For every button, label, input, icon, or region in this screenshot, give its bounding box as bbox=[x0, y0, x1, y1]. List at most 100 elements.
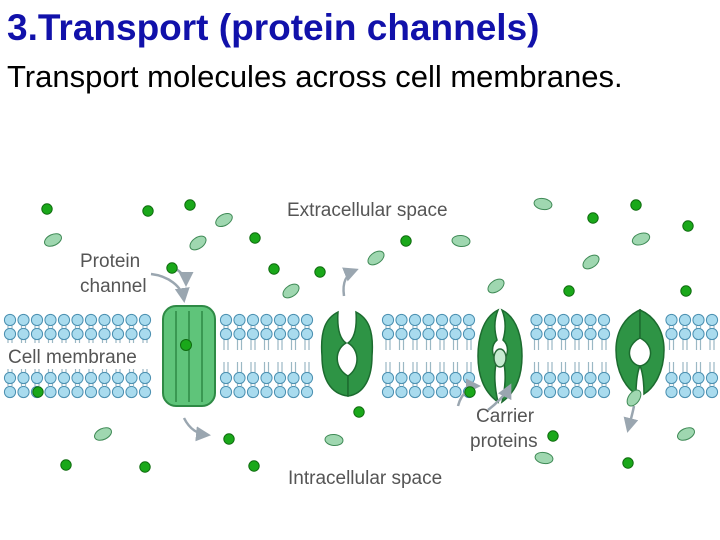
lipid-head bbox=[395, 385, 408, 399]
lipid-head bbox=[111, 327, 125, 341]
molecules bbox=[32, 197, 695, 473]
lipid-head bbox=[678, 385, 692, 399]
molecule-oval bbox=[367, 250, 385, 266]
molecule-round bbox=[41, 203, 53, 215]
lipid-head bbox=[44, 313, 57, 327]
lipid-head bbox=[246, 385, 260, 399]
lipid-head bbox=[300, 385, 314, 399]
lipid-head bbox=[287, 327, 300, 341]
lipid-head bbox=[570, 327, 584, 341]
lipid-head bbox=[570, 371, 584, 385]
lipid-head bbox=[84, 385, 98, 399]
lipid-head bbox=[98, 371, 111, 385]
pointer-arrow-protein-channel bbox=[150, 272, 190, 303]
lipid-head bbox=[246, 327, 260, 341]
carrier-proteins-label-line1: Carrier bbox=[476, 406, 535, 427]
lipid-head bbox=[462, 371, 476, 385]
lipid-head bbox=[17, 385, 30, 399]
cell-membrane-label: Cell membrane bbox=[8, 347, 137, 368]
lipid-head bbox=[57, 327, 71, 341]
lipid-head bbox=[597, 313, 611, 327]
molecule-round bbox=[249, 232, 261, 244]
lipid-head bbox=[219, 327, 233, 341]
lipid-head bbox=[17, 371, 30, 385]
molecule-round bbox=[60, 459, 72, 471]
lipid-head bbox=[462, 327, 476, 341]
lipid-head bbox=[665, 385, 678, 399]
lipid-head bbox=[111, 371, 125, 385]
cell-membrane-label-background bbox=[4, 343, 154, 369]
lipid-head bbox=[692, 327, 705, 341]
lipid-head bbox=[584, 371, 597, 385]
lipid-head bbox=[219, 385, 233, 399]
lipid-head bbox=[543, 385, 557, 399]
lipid-head bbox=[530, 371, 543, 385]
lipid-head bbox=[273, 385, 287, 399]
molecule-round bbox=[166, 262, 178, 274]
lipid-head bbox=[98, 313, 111, 327]
lipid-head bbox=[408, 313, 422, 327]
lipid-head bbox=[422, 327, 435, 341]
lipid-head bbox=[138, 327, 152, 341]
lipid-head bbox=[665, 371, 678, 385]
lipid-head bbox=[71, 371, 84, 385]
lipid-head bbox=[17, 313, 30, 327]
molecule-oval bbox=[215, 212, 233, 228]
slide-title: 3.Transport (protein channels) bbox=[7, 7, 540, 48]
slide-subtitle: Transport molecules across cell membrane… bbox=[7, 59, 623, 94]
lipid-head bbox=[692, 313, 705, 327]
lipid-head bbox=[449, 327, 462, 341]
lipid-head bbox=[381, 327, 395, 341]
lipid-head bbox=[98, 327, 111, 341]
molecule-oval bbox=[582, 254, 600, 270]
lipid-head bbox=[260, 313, 273, 327]
lipid-head bbox=[273, 371, 287, 385]
lipid-head bbox=[422, 385, 435, 399]
lipid-head bbox=[300, 327, 314, 341]
lipid-head bbox=[408, 371, 422, 385]
lipid-head bbox=[557, 313, 570, 327]
molecule-oval bbox=[533, 197, 553, 211]
lipid-head bbox=[287, 313, 300, 327]
lipid-head bbox=[678, 313, 692, 327]
lipid-head bbox=[125, 385, 138, 399]
lipid-head bbox=[462, 313, 476, 327]
molecule-oval bbox=[324, 433, 344, 447]
lipid-head bbox=[692, 371, 705, 385]
molecule-round bbox=[268, 263, 280, 275]
membrane-transport-diagram: Cell membrane Extracellular space Protei… bbox=[3, 197, 719, 489]
molecule-round bbox=[682, 220, 694, 232]
molecule-oval bbox=[94, 427, 112, 441]
lipid-head bbox=[530, 327, 543, 341]
lipid-head bbox=[233, 385, 246, 399]
lipid-head bbox=[125, 313, 138, 327]
lipid-head bbox=[138, 371, 152, 385]
lipid-head bbox=[570, 385, 584, 399]
molecule-round bbox=[563, 285, 575, 297]
carrier-proteins-label-line2: proteins bbox=[470, 431, 538, 452]
lipid-head bbox=[408, 327, 422, 341]
extracellular-space-label: Extracellular space bbox=[287, 200, 448, 221]
carrier-protein-open-inside bbox=[615, 308, 665, 396]
lipid-head bbox=[287, 371, 300, 385]
molecule-round bbox=[32, 386, 44, 398]
molecule-round bbox=[184, 199, 196, 211]
protein-channel-label-line1: Protein bbox=[80, 251, 140, 272]
lipid-head bbox=[422, 371, 435, 385]
lipid-head bbox=[381, 371, 395, 385]
lipid-head bbox=[435, 371, 449, 385]
lipid-head bbox=[705, 385, 719, 399]
lipid-head bbox=[300, 313, 314, 327]
lipid-head bbox=[233, 371, 246, 385]
lipid-head bbox=[44, 371, 57, 385]
lipid-head bbox=[665, 313, 678, 327]
molecule-oval bbox=[451, 234, 471, 248]
lipid-head bbox=[30, 371, 44, 385]
molecule-round bbox=[223, 433, 235, 445]
lipid-head bbox=[273, 313, 287, 327]
lipid-head bbox=[246, 313, 260, 327]
lipid-head bbox=[260, 327, 273, 341]
carrier-protein-right-half bbox=[638, 308, 665, 396]
lipid-head bbox=[557, 385, 570, 399]
molecule-round bbox=[139, 461, 151, 473]
